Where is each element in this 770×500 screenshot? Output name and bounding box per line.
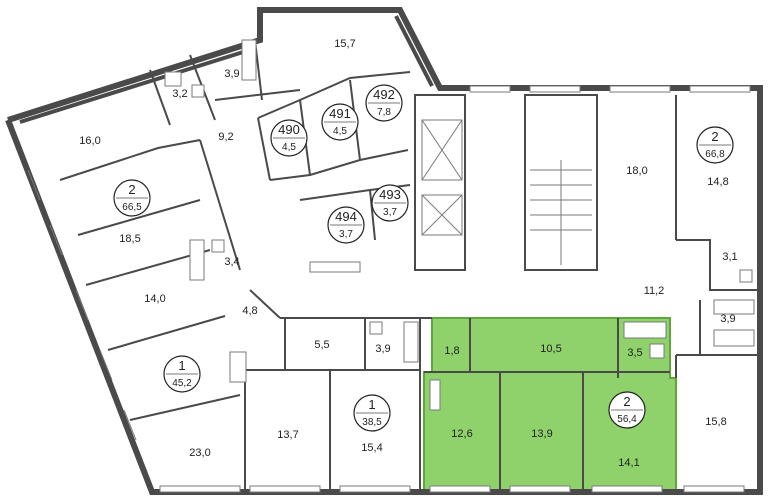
svg-text:494: 494 <box>335 209 357 224</box>
room-area: 18,5 <box>119 233 140 245</box>
highlighted-apartment[interactable] <box>423 317 677 493</box>
room-area: 15,4 <box>361 442 382 454</box>
svg-text:2: 2 <box>623 394 630 409</box>
apartment-badge[interactable]: 1 45,2 <box>163 355 201 393</box>
room-area: 3,4 <box>224 256 239 268</box>
room-area: 14,1 <box>618 457 639 469</box>
room-area: 12,6 <box>451 428 472 440</box>
apartment-badge[interactable]: 1 38,5 <box>353 394 391 432</box>
svg-text:4,5: 4,5 <box>282 142 296 153</box>
room-area: 4,8 <box>242 305 257 317</box>
room-area: 16,0 <box>79 135 100 147</box>
room-area: 3,9 <box>375 343 390 355</box>
apartment-badges: 2 66,5 1 45,2 1 38,5 2 56,4 2 66,8 <box>113 84 734 432</box>
svg-text:3,7: 3,7 <box>383 207 397 218</box>
room-area: 11,2 <box>644 285 665 297</box>
svg-text:56,4: 56,4 <box>617 414 637 425</box>
storage-badge[interactable]: 491 4,5 <box>321 103 359 141</box>
room-area: 3,1 <box>722 251 737 263</box>
outer-walls <box>5 7 763 495</box>
svg-text:45,2: 45,2 <box>172 378 192 389</box>
storage-badge[interactable]: 492 7,8 <box>365 84 403 122</box>
room-area: 9,2 <box>218 131 233 143</box>
svg-text:1: 1 <box>368 397 375 412</box>
room-area: 1,8 <box>444 345 459 357</box>
room-area: 18,0 <box>626 165 647 177</box>
svg-text:1: 1 <box>178 358 185 373</box>
svg-text:492: 492 <box>373 87 395 102</box>
room-area: 3,9 <box>224 68 239 80</box>
room-area: 3,9 <box>720 313 735 325</box>
storage-badge[interactable]: 494 3,7 <box>327 206 365 244</box>
room-area: 15,7 <box>334 38 355 50</box>
svg-text:3,7: 3,7 <box>339 229 353 240</box>
room-area: 23,0 <box>189 447 210 459</box>
room-area: 13,9 <box>531 428 552 440</box>
svg-text:4,5: 4,5 <box>333 126 347 137</box>
svg-text:491: 491 <box>329 106 351 121</box>
room-area: 5,5 <box>314 339 329 351</box>
svg-text:490: 490 <box>278 122 300 137</box>
interior-walls <box>59 39 760 492</box>
svg-text:493: 493 <box>379 187 401 202</box>
room-area: 13,7 <box>277 429 298 441</box>
svg-text:66,5: 66,5 <box>122 202 142 213</box>
svg-text:66,8: 66,8 <box>705 149 725 160</box>
apartment-badge[interactable]: 2 56,4 <box>608 391 646 429</box>
svg-text:2: 2 <box>128 182 135 197</box>
apartment-badge[interactable]: 2 66,5 <box>113 179 151 217</box>
storage-badge[interactable]: 493 3,7 <box>371 184 409 222</box>
storage-badge[interactable]: 490 4,5 <box>270 119 308 157</box>
room-area-labels: 15,7 3,9 3,2 16,0 9,2 18,5 3,4 14,0 4,8 … <box>79 38 737 469</box>
room-area: 3,2 <box>172 88 187 100</box>
svg-text:7,8: 7,8 <box>377 107 391 118</box>
room-area: 3,5 <box>627 347 642 359</box>
apartment-badge[interactable]: 2 66,8 <box>696 126 734 164</box>
room-area: 14,8 <box>707 176 728 188</box>
room-area: 15,8 <box>705 416 726 428</box>
room-area: 14,0 <box>144 293 165 305</box>
svg-text:2: 2 <box>711 129 718 144</box>
room-area: 10,5 <box>540 343 561 355</box>
svg-text:38,5: 38,5 <box>362 417 382 428</box>
